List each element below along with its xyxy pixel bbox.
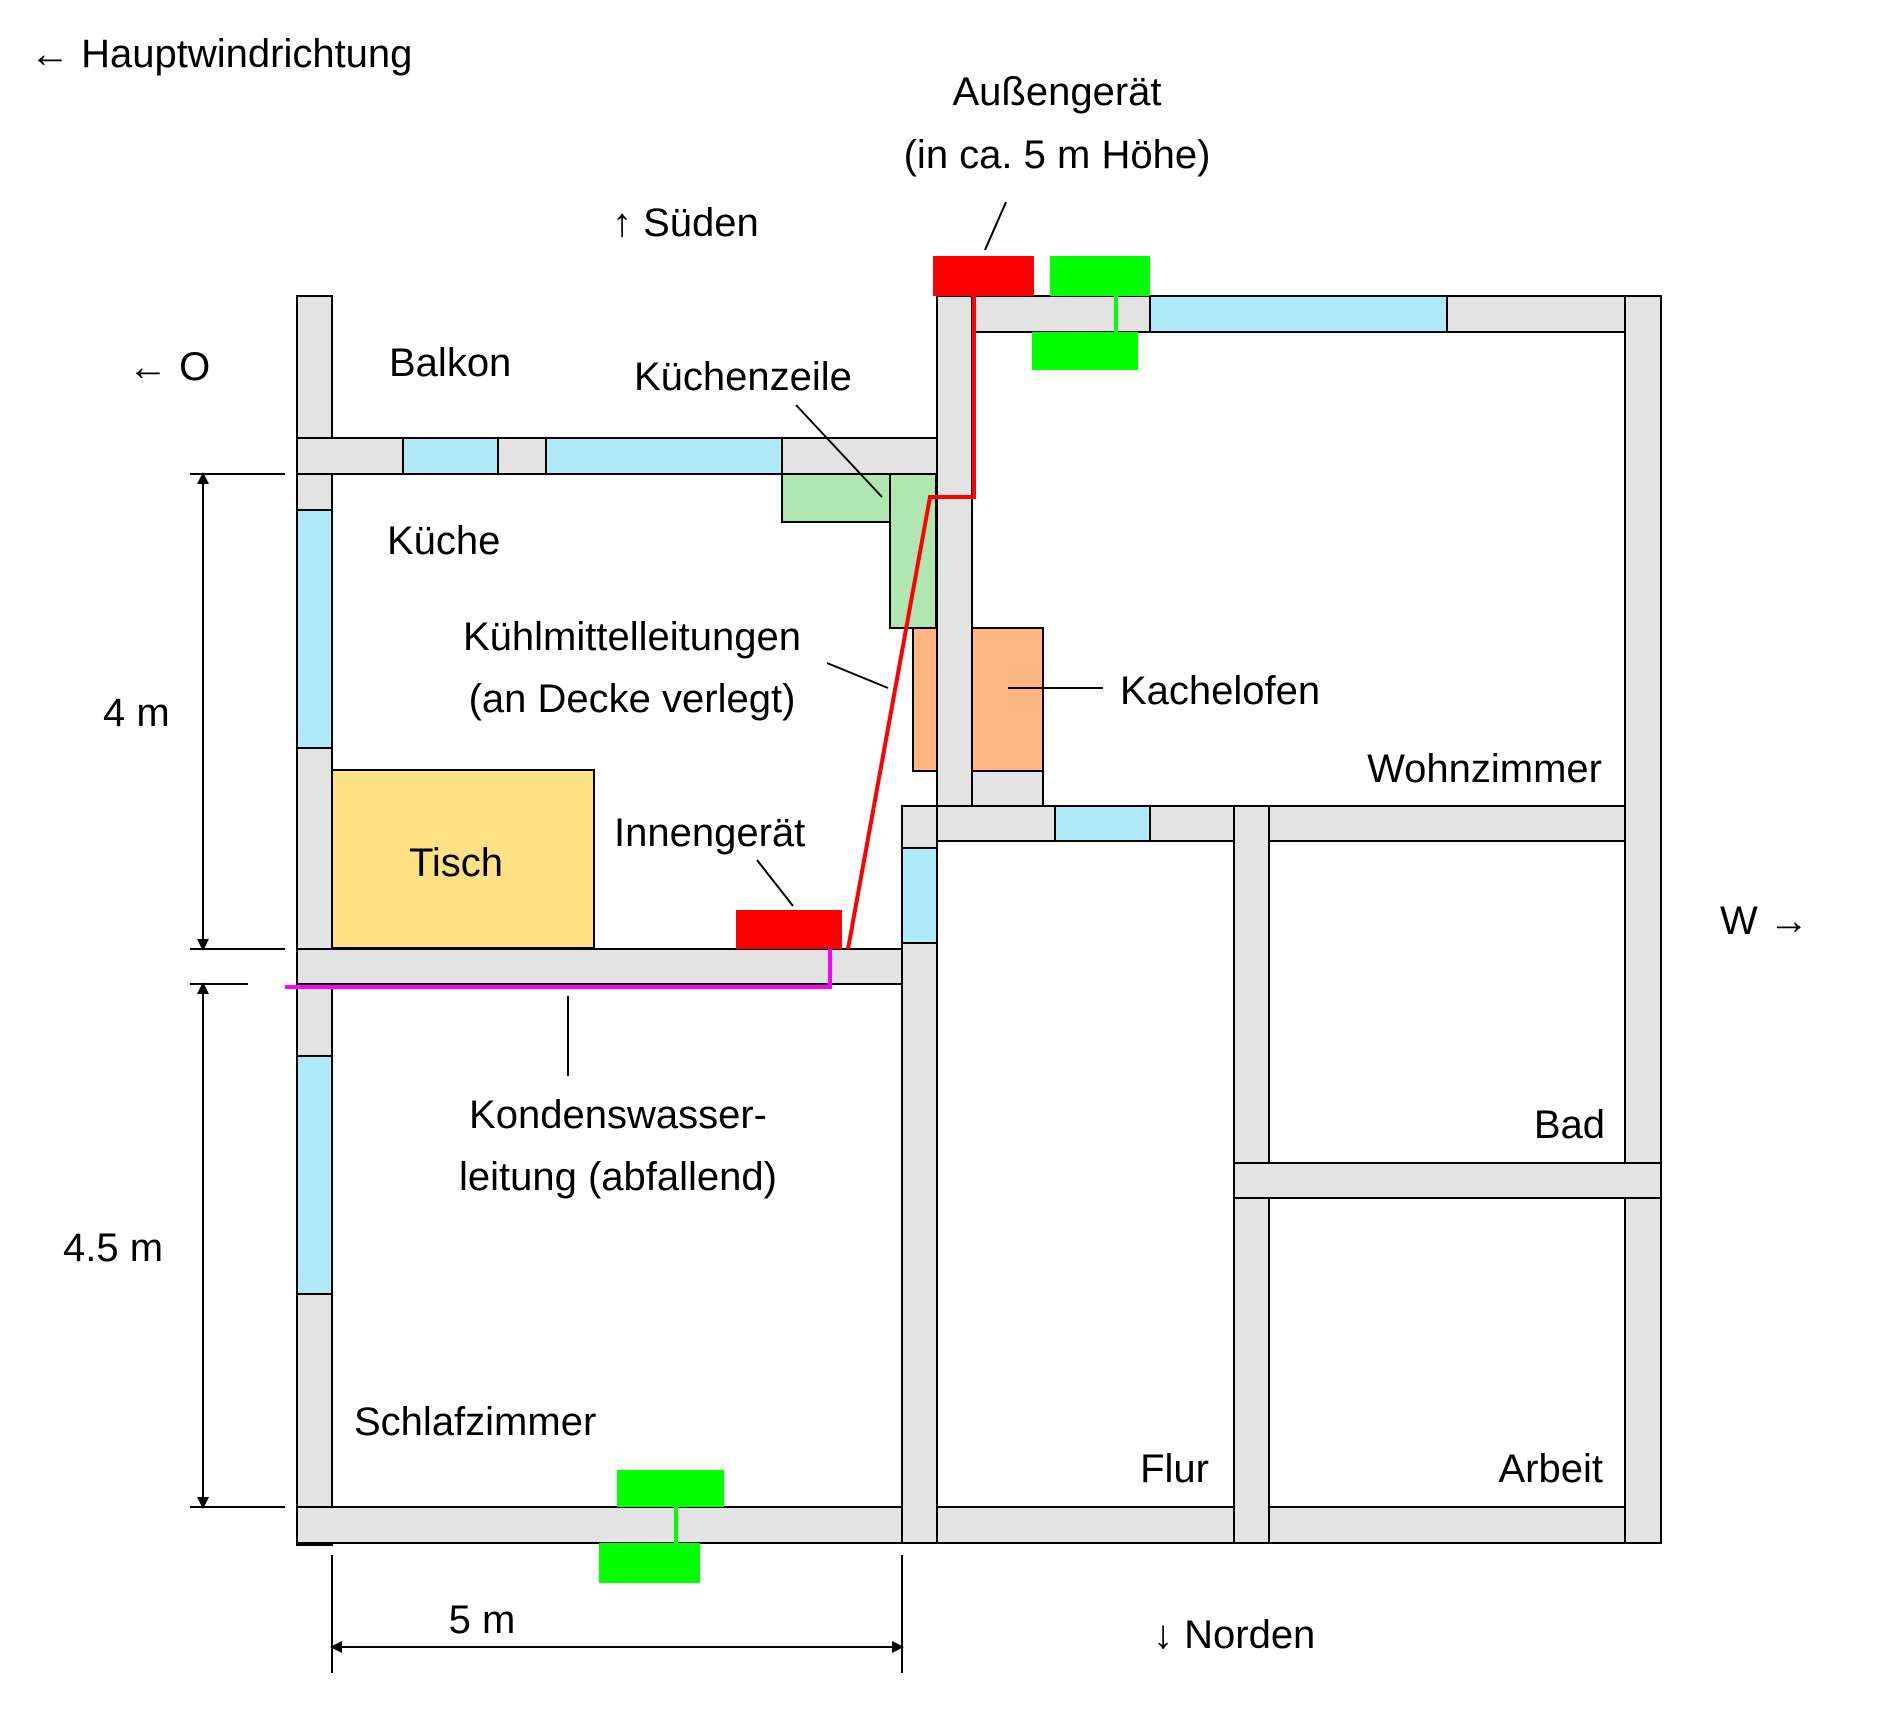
window (402, 437, 499, 475)
windows (296, 295, 1448, 1295)
room-bedroom-label: Schlafzimmer (354, 1400, 596, 1444)
vent-living-room (1032, 256, 1150, 370)
stove-label: Kachelofen (1120, 669, 1320, 713)
refrigerant-line-label: Kühlmittelleitungen (463, 615, 801, 659)
window (545, 437, 783, 475)
outdoor-unit-height-label: (in ca. 5 m Höhe) (904, 133, 1211, 177)
window (1149, 295, 1448, 333)
north-label: ↓ Norden (1153, 1613, 1315, 1657)
east-label: ← O (128, 345, 210, 389)
leader-lines (567, 201, 1103, 1076)
window (1054, 805, 1151, 842)
dimension-bedroom-depth: 4.5 m (63, 1226, 163, 1270)
room-living-label: Wohnzimmer (1367, 747, 1602, 791)
kitchenette (781, 473, 937, 629)
dimension-lines (190, 472, 904, 1673)
indoor-unit-label: Innengerät (614, 811, 805, 855)
room-balcony-label: Balkon (389, 341, 511, 385)
outdoor-unit-label: Außengerät (952, 70, 1161, 114)
window (296, 509, 333, 749)
wind-direction-label: ← Hauptwindrichtung (30, 32, 412, 76)
room-office-label: Arbeit (1499, 1447, 1604, 1491)
dimension-kitchen-depth: 4 m (103, 691, 170, 735)
dimension-width: 5 m (449, 1598, 516, 1642)
west-label: W → (1720, 899, 1809, 943)
room-bath-label: Bad (1534, 1103, 1605, 1147)
refrigerant-line-note: (an Decke verlegt) (469, 677, 796, 721)
tiled-stove (912, 627, 1044, 772)
condensate-line (285, 949, 832, 989)
condensate-line-note: leitung (abfallend) (459, 1155, 777, 1199)
room-hallway-label: Flur (1140, 1447, 1209, 1491)
table-label: Tisch (409, 841, 503, 885)
indoor-unit (736, 910, 842, 949)
window (296, 1055, 333, 1295)
room-kitchen-label: Küche (387, 519, 500, 563)
table (331, 769, 595, 949)
kitchenette-label: Küchenzeile (634, 355, 852, 399)
south-label: ↑ Süden (612, 201, 759, 245)
condensate-line-label: Kondenswasser- (469, 1093, 767, 1137)
window (901, 847, 938, 944)
outdoor-unit (933, 256, 1034, 296)
vent-bedroom (599, 1470, 724, 1583)
refrigerant-line (846, 296, 976, 950)
